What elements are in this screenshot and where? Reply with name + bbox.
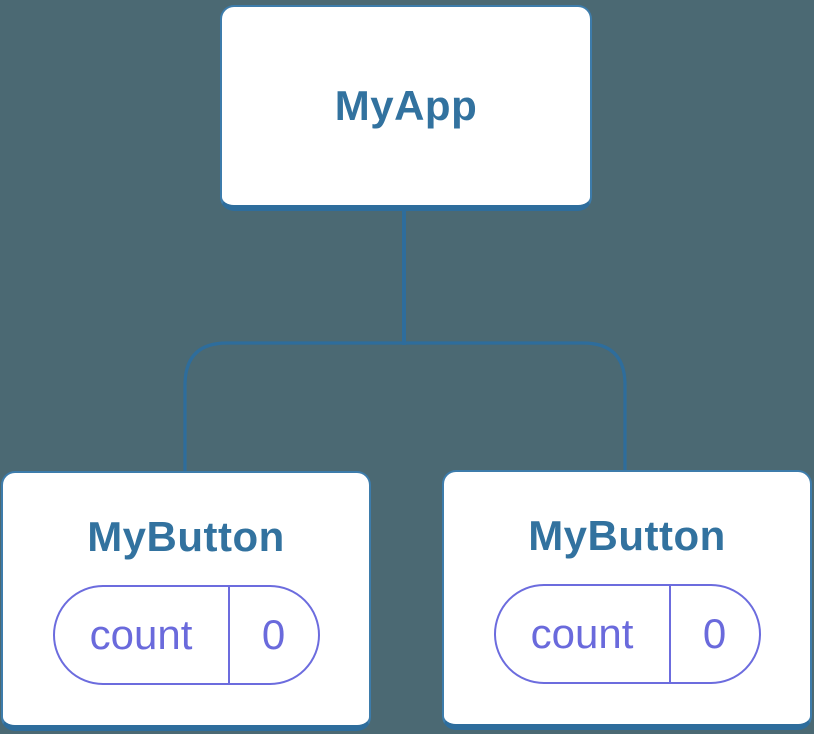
state-name: count [496,586,671,683]
state-pill: count 0 [52,585,320,686]
root-component-label: MyApp [334,81,478,129]
child-component-card-right: MyButton count 0 [442,470,812,730]
child-component-card-left: MyButton count 0 [1,471,371,731]
state-name: count [55,587,230,684]
root-component-card: MyApp [220,5,592,211]
child-component-label: MyButton [87,513,285,560]
branch-connector-line [183,341,627,473]
state-value: 0 [261,611,286,659]
state-value: 0 [702,610,727,658]
child-component-label: MyButton [528,512,726,559]
state-pill: count 0 [493,584,761,685]
